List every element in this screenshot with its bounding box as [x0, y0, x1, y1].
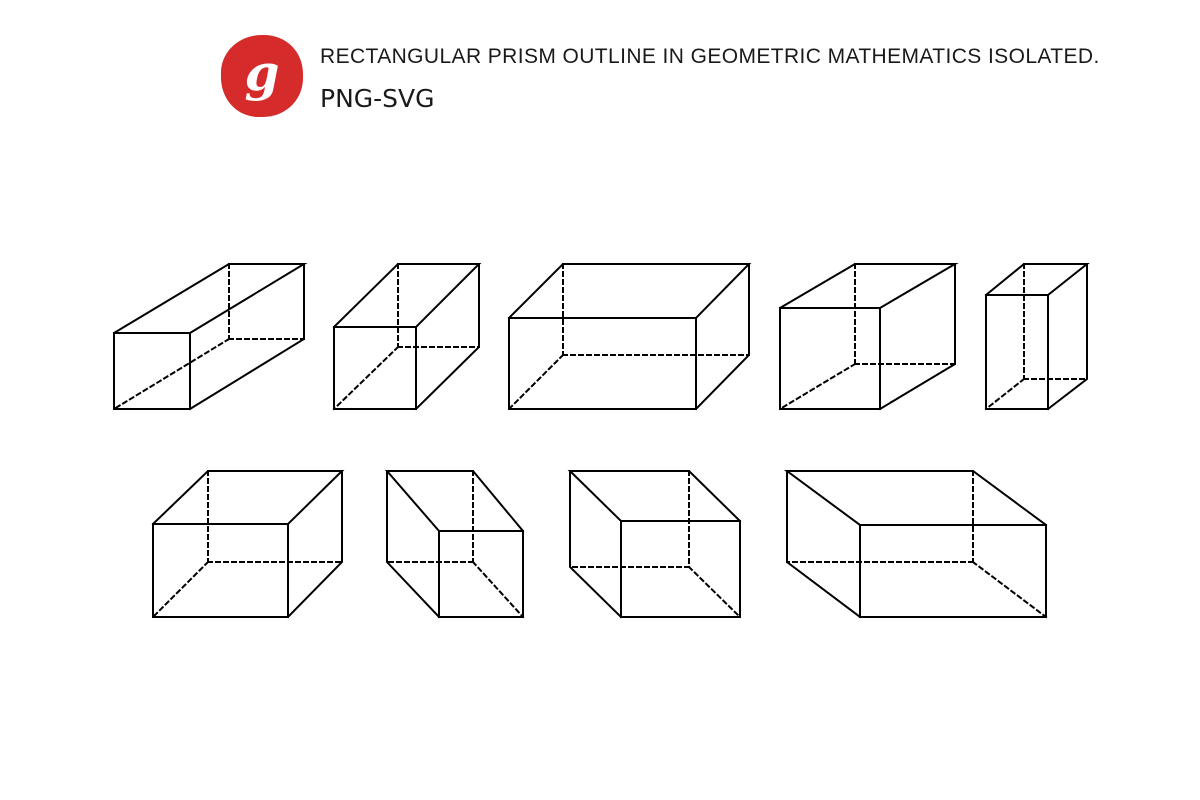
prism-box-back-right: [778, 263, 959, 411]
page-subtitle: PNG-SVG: [320, 84, 435, 113]
prism-box-top-view: [151, 470, 345, 619]
badge-circle-icon: [220, 34, 304, 118]
badge-letter: g: [244, 43, 280, 102]
prism-tall-narrow: [984, 263, 1090, 411]
prism-cube-right: [332, 263, 482, 411]
prism-narrow-left-depth: [384, 470, 525, 619]
page-title: RECTANGULAR PRISM OUTLINE IN GEOMETRIC M…: [320, 45, 1100, 68]
prism-wide-flat: [507, 263, 752, 411]
brand-badge: g: [218, 32, 306, 120]
prism-wide-left-depth: [783, 470, 1048, 619]
prism-long-diagonal: [112, 263, 308, 411]
prism-box-left-depth: [567, 470, 742, 619]
